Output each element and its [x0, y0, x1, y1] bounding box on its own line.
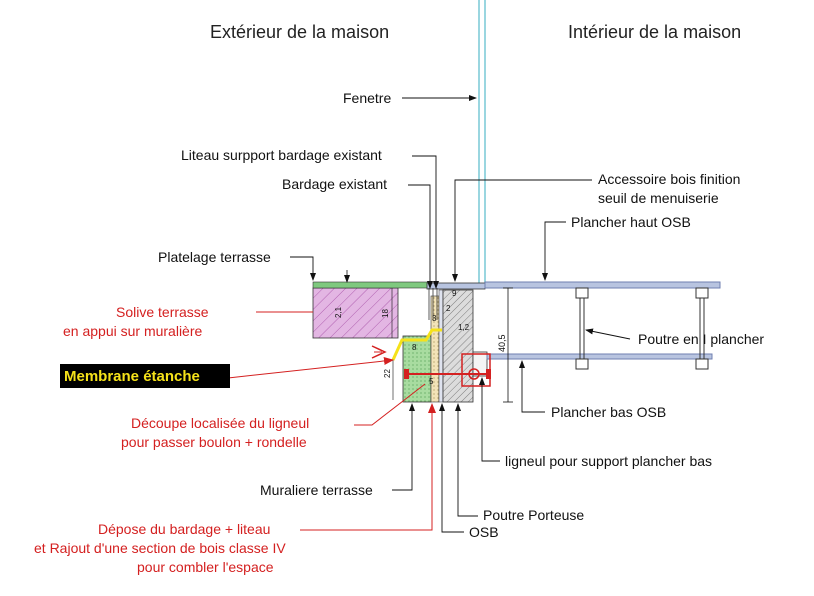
wood-filler-piece: [430, 295, 440, 403]
platelage-board: [312, 281, 432, 289]
label-poutre-porteuse: Poutre Porteuse: [483, 507, 584, 523]
label-decoupe-2: pour passer boulon + rondelle: [121, 434, 307, 450]
exterior-header: Extérieur de la maison: [210, 22, 389, 42]
label-muraliere: Muraliere terrasse: [260, 482, 373, 498]
label-platelage: Platelage terrasse: [158, 249, 271, 265]
membrane-line: [391, 328, 442, 361]
label-poutre-i: Poutre en I plancher: [638, 331, 764, 347]
ligneul-block: [472, 351, 488, 377]
label-ligneul: ligneul pour support plancher bas: [505, 453, 712, 469]
membrane-label-box: [60, 364, 230, 388]
label-depose-3: pour combler l'espace: [137, 559, 274, 575]
bardage-lines: [428, 288, 438, 320]
label-liteau: Liteau surpport bardage existant: [181, 147, 382, 163]
leader-lines: [290, 95, 631, 533]
label-solive-1: Solive terrasse: [116, 304, 209, 320]
label-osb: OSB: [469, 524, 499, 540]
solive-terrasse: [312, 287, 399, 339]
label-fenetre: Fenetre: [343, 90, 391, 106]
label-accessoire-2: seuil de menuiserie: [598, 190, 719, 206]
dim-label-22: 22: [383, 369, 392, 378]
label-solive-2: en appui sur muralière: [63, 323, 203, 339]
dim-label-1-2: 1,2: [458, 323, 470, 332]
dim-label-8: 8: [412, 343, 417, 352]
label-depose-2: et Rajout d'une section de bois classe I…: [34, 540, 286, 556]
dim-label-9: 9: [452, 289, 457, 298]
red-leader-lines: [227, 311, 436, 531]
label-depose-1: Dépose du bardage + liteau: [98, 521, 270, 537]
dim-40-5: [503, 287, 513, 403]
dim-label-3: 3: [432, 314, 437, 323]
decoupe-highlight: [461, 353, 491, 387]
label-membrane: Membrane étanche: [64, 368, 200, 385]
dim-label-5: 5: [429, 377, 434, 386]
plancher-haut-osb: [484, 281, 721, 289]
label-decoupe-1: Découpe localisée du ligneul: [131, 415, 309, 431]
label-plancher-haut: Plancher haut OSB: [571, 214, 691, 230]
plancher-bas-osb: [486, 353, 713, 360]
dim-label-18: 18: [381, 309, 390, 318]
dim-label-2-1: 2,1: [334, 306, 343, 318]
interior-header: Intérieur de la maison: [568, 22, 741, 42]
label-plancher-bas: Plancher bas OSB: [551, 404, 666, 420]
bolt: [404, 368, 491, 380]
label-bardage: Bardage existant: [282, 176, 387, 192]
label-accessoire-1: Accessoire bois finition: [598, 171, 740, 187]
poutre-i-plancher: [575, 287, 709, 370]
dim-label-40-5: 40,5: [497, 334, 507, 352]
osb-layer: [438, 289, 444, 403]
poutre-porteuse: [442, 289, 474, 403]
window-glass: [478, 0, 486, 283]
dim-label-2: 2: [446, 304, 451, 313]
